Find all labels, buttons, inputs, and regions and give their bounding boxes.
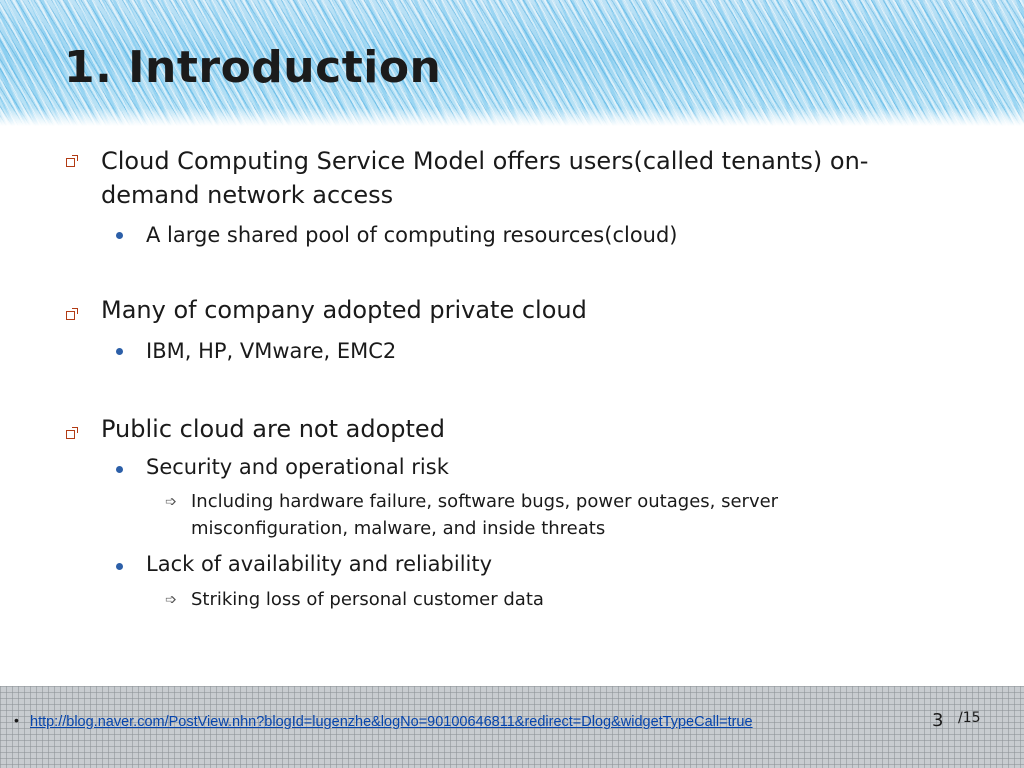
- source-link[interactable]: http://blog.naver.com/PostView.nhn?blogI…: [30, 714, 753, 730]
- sub-point-2-1: IBM, HP, VMware, EMC2: [146, 339, 397, 363]
- arrow-bullet-icon: ➩: [165, 494, 177, 510]
- square-bullet-icon: [66, 308, 78, 320]
- slide-title: 1. Introduction: [64, 42, 442, 93]
- dot-bullet-icon: [116, 563, 123, 570]
- bullet-point-1-line2: demand network access: [101, 181, 394, 209]
- detail-point-3-1-1: Including hardware failure, software bug…: [191, 488, 991, 542]
- detail-point-3-1-1-line1: Including hardware failure, software bug…: [191, 491, 779, 512]
- sub-point-3-1: Security and operational risk: [146, 455, 449, 479]
- title-banner: [0, 0, 1024, 126]
- square-bullet-icon: [66, 427, 78, 439]
- arrow-bullet-icon: ➩: [165, 592, 177, 608]
- detail-point-3-1-1-line2: misconfiguration, malware, and inside th…: [191, 518, 606, 539]
- page-total: /15: [958, 710, 981, 726]
- footer-bar: [0, 686, 1024, 768]
- bullet-point-3: Public cloud are not adopted: [101, 415, 445, 443]
- sub-point-3-2: Lack of availability and reliability: [146, 552, 493, 576]
- page-number: 3: [932, 710, 944, 731]
- bullet-point-1: Cloud Computing Service Model offers use…: [101, 144, 981, 212]
- bullet-point-1-line1: Cloud Computing Service Model offers use…: [101, 147, 869, 175]
- detail-point-3-2-1: Striking loss of personal customer data: [191, 589, 544, 610]
- dot-bullet-icon: [116, 232, 123, 239]
- sub-point-1-1: A large shared pool of computing resourc…: [146, 223, 678, 247]
- bullet-point-2: Many of company adopted private cloud: [101, 296, 587, 324]
- footer-bullet-icon: •: [14, 712, 19, 728]
- dot-bullet-icon: [116, 466, 123, 473]
- dot-bullet-icon: [116, 348, 123, 355]
- square-bullet-icon: [66, 155, 78, 167]
